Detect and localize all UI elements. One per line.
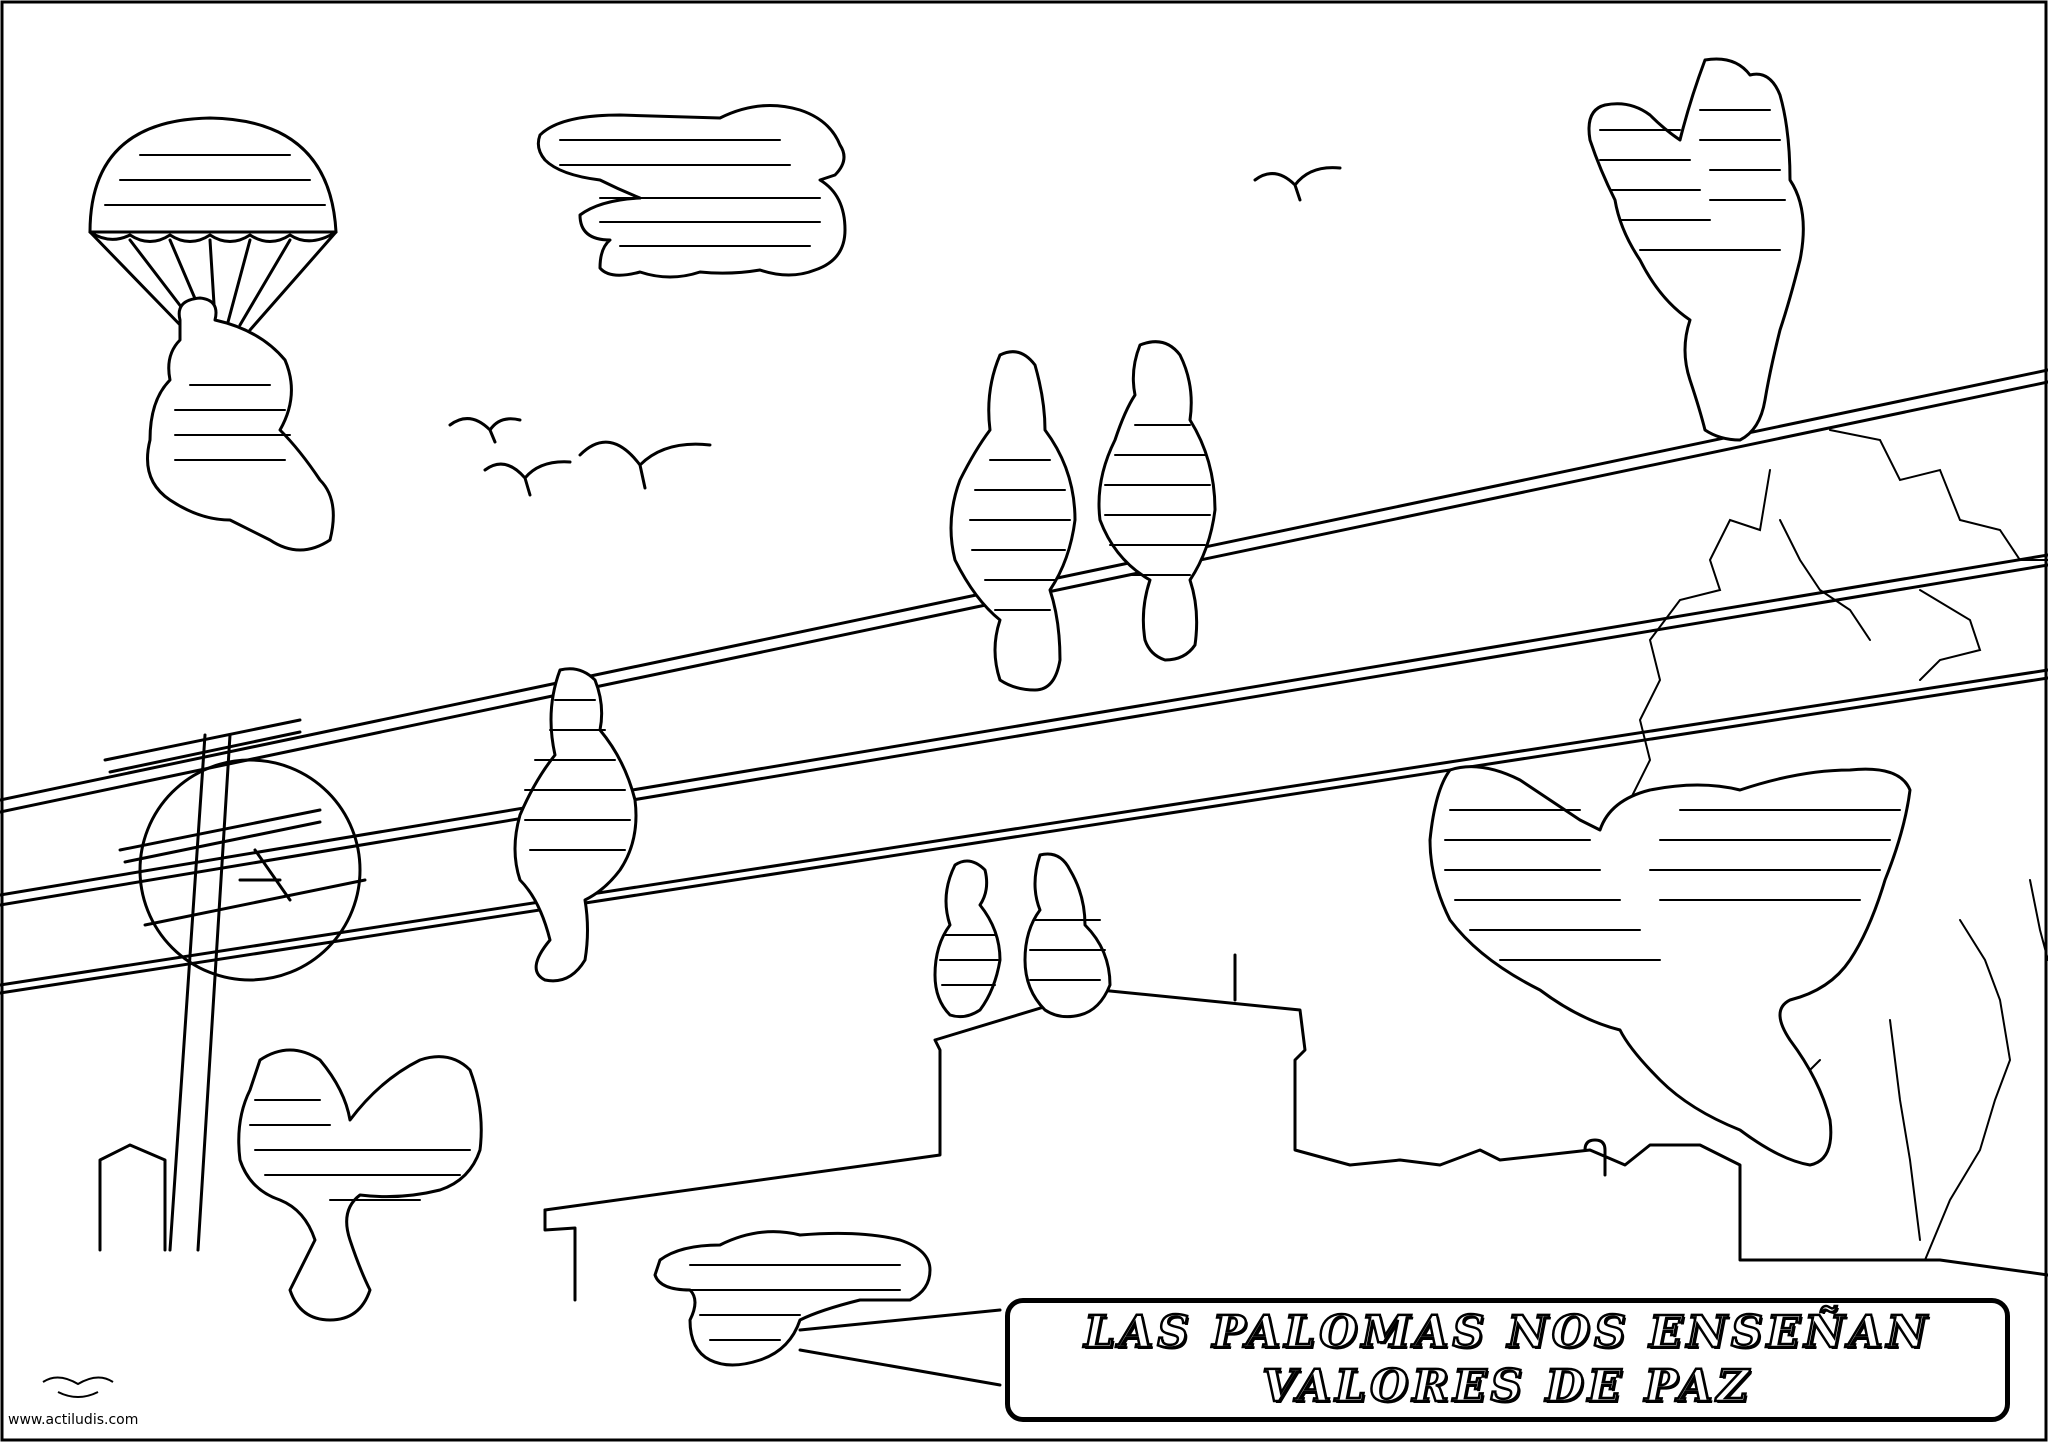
dove-icon [1428,765,1912,1167]
title-line-2: VALORES DE PAZ [1261,1360,1753,1414]
dove-icon [653,1230,1002,1387]
dove-icon [1587,57,1805,442]
dove-icon [237,1048,483,1322]
parachute-icon [88,116,338,552]
dove-icon [536,104,847,279]
signature-logo [42,1376,114,1398]
dove-icon [933,852,1112,1019]
rooftops [98,953,2048,1302]
utility-pole-icon [103,718,367,1252]
title-banner: LAS PALOMAS NOS ENSEÑAN VALORES DE PAZ [1005,1298,2010,1422]
title-line-1: LAS PALOMAS NOS ENSEÑAN [1083,1306,1931,1360]
seagull-icon [448,166,1342,497]
dove-icon [513,340,1217,983]
website-link[interactable]: www.actiludis.com [8,1412,139,1428]
